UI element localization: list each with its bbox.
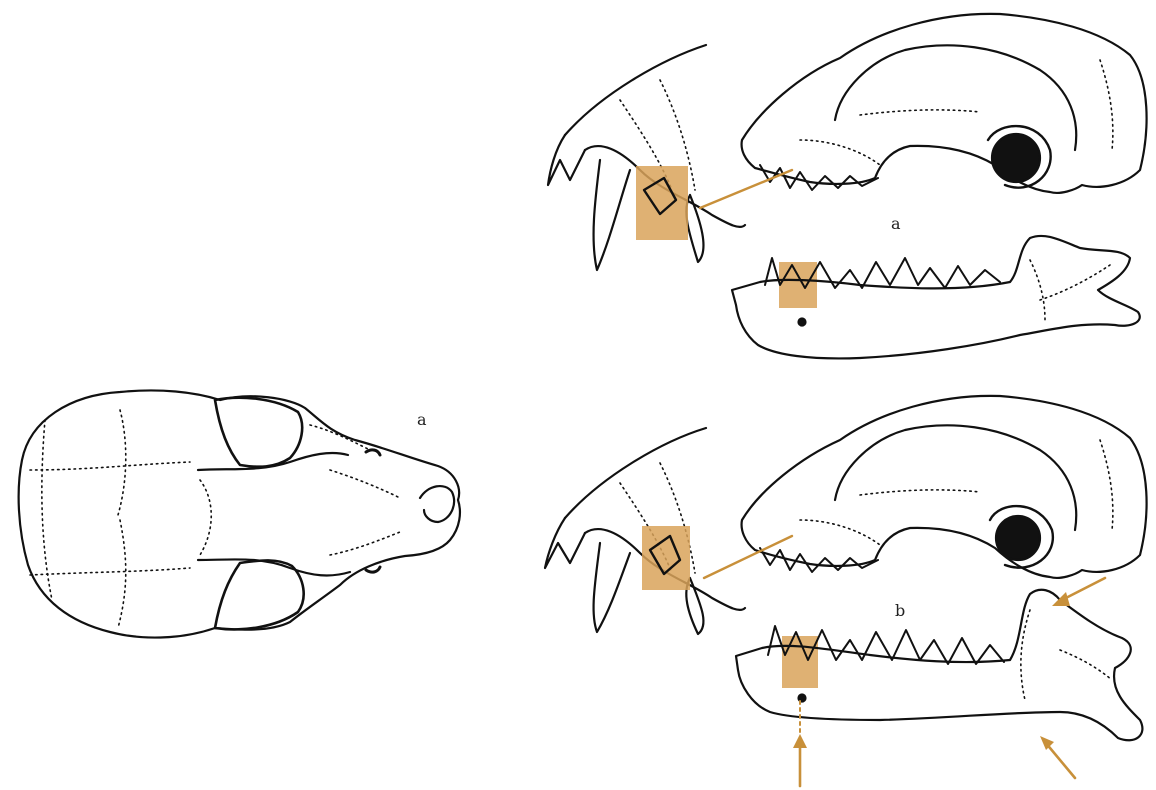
- dorsal-skull-outline: [19, 390, 460, 637]
- highlight-top-teeth: [779, 262, 817, 308]
- label-lateral-b: b: [895, 601, 905, 620]
- dorsal-zygoma-upper: [198, 453, 348, 470]
- lateral-b-upper-teeth: [760, 548, 878, 572]
- dorsal-left-orbit: [215, 398, 302, 467]
- arrows: [793, 578, 1105, 786]
- highlight-bottom-inset: [642, 526, 690, 590]
- lateral-a-eye: [992, 134, 1040, 182]
- lateral-skull-a: [742, 14, 1147, 193]
- lateral-a-upper-teeth: [760, 165, 878, 190]
- lateral-skull-b: [742, 396, 1147, 578]
- lateral-b-cranium: [742, 396, 1147, 578]
- dorsal-nasal: [420, 486, 454, 522]
- lateral-b-eye: [996, 516, 1040, 560]
- arrow-angle: [1045, 742, 1075, 778]
- label-dorsal-a: a: [417, 410, 427, 429]
- lateral-a-cranium: [742, 14, 1147, 193]
- dorsal-skull: [19, 390, 460, 637]
- connector-top: [700, 170, 792, 208]
- label-lateral-a: a: [891, 214, 901, 233]
- dorsal-right-orbit: [215, 560, 304, 629]
- highlight-top-inset: [636, 166, 688, 240]
